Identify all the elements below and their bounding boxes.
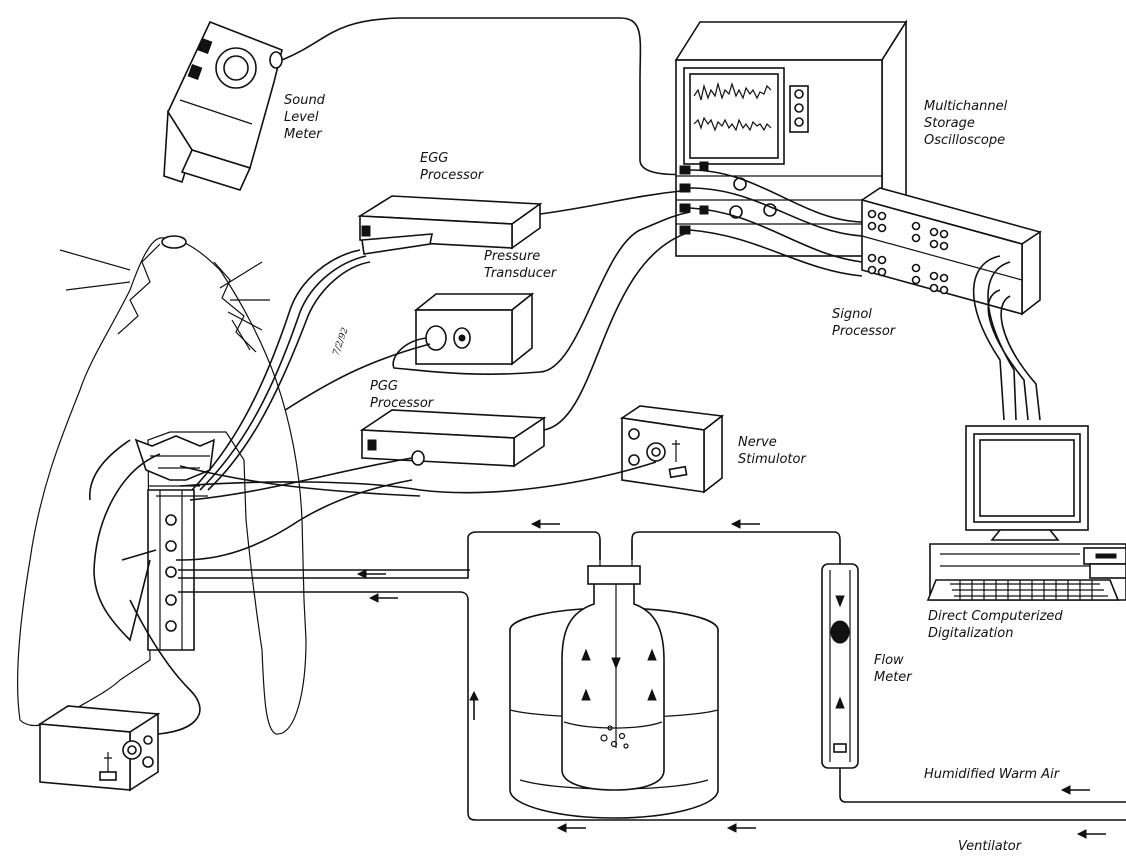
svg-text:Multichannel: Multichannel bbox=[924, 99, 1008, 114]
pgg-processor bbox=[362, 410, 544, 466]
svg-text:Ventilator: Ventilator bbox=[958, 839, 1023, 853]
svg-text:Meter: Meter bbox=[874, 670, 913, 685]
nerve-stimulator-label: Nerve Stimulotor bbox=[738, 435, 807, 467]
svg-text:Signol: Signol bbox=[832, 307, 872, 322]
svg-text:Nerve: Nerve bbox=[738, 435, 777, 450]
sound-level-meter bbox=[164, 22, 282, 190]
svg-text:Processor: Processor bbox=[420, 168, 485, 183]
egg-processor-label: EGG Processor bbox=[420, 151, 485, 183]
humidifier-bottle bbox=[562, 540, 664, 790]
ventilator-label: Ventilator bbox=[958, 839, 1023, 853]
pressure-transducer-label: Pressure Transducer bbox=[484, 249, 558, 281]
pressure-transducer bbox=[416, 294, 532, 364]
multichannel-storage-oscilloscope-label: Multichannel Storage Oscilloscope bbox=[924, 99, 1008, 148]
svg-text:Flow: Flow bbox=[874, 653, 904, 668]
svg-text:Humidified Warm Air: Humidified Warm Air bbox=[924, 767, 1061, 782]
svg-text:Sound: Sound bbox=[284, 93, 326, 108]
signal-processor bbox=[862, 188, 1040, 314]
sound-level-meter-label: Sound Level Meter bbox=[284, 93, 326, 142]
svg-text:EGG: EGG bbox=[420, 151, 448, 166]
svg-text:Transducer: Transducer bbox=[484, 266, 558, 281]
signal-processor-label: Signol Processor bbox=[832, 307, 897, 339]
direct-computerized-digitalization-label: Direct Computerized Digitalization bbox=[928, 609, 1063, 641]
svg-text:Direct Computerized: Direct Computerized bbox=[928, 609, 1063, 624]
stimulator-box bbox=[40, 706, 158, 790]
svg-text:Meter: Meter bbox=[284, 127, 323, 142]
signature: 7/2/92 bbox=[331, 326, 350, 357]
flow-meter bbox=[822, 564, 858, 768]
svg-text:Pressure: Pressure bbox=[484, 249, 540, 264]
svg-text:Processor: Processor bbox=[832, 324, 897, 339]
svg-text:Processor: Processor bbox=[370, 396, 435, 411]
animal-specimen bbox=[18, 236, 306, 734]
svg-text:Oscilloscope: Oscilloscope bbox=[924, 133, 1005, 148]
svg-text:Stimulotor: Stimulotor bbox=[738, 452, 807, 467]
svg-text:Storage: Storage bbox=[924, 116, 975, 131]
egg-processor bbox=[360, 196, 540, 254]
svg-text:7/2/92: 7/2/92 bbox=[331, 326, 350, 357]
nerve-stimulator bbox=[622, 406, 722, 492]
flow-meter-label: Flow Meter bbox=[874, 653, 913, 685]
computer-workstation bbox=[928, 426, 1126, 600]
svg-text:Digitalization: Digitalization bbox=[928, 626, 1013, 641]
humidified-warm-air-label: Humidified Warm Air bbox=[924, 767, 1061, 782]
svg-text:PGG: PGG bbox=[370, 379, 398, 394]
svg-text:Level: Level bbox=[284, 110, 319, 125]
pgg-processor-label: PGG Processor bbox=[370, 379, 435, 411]
